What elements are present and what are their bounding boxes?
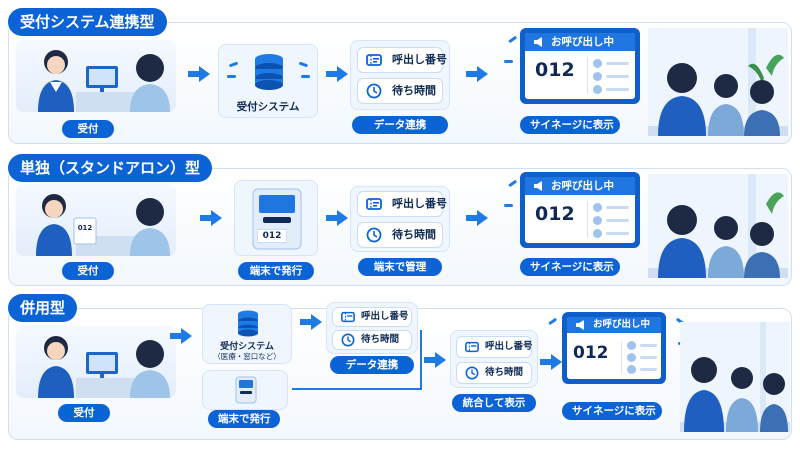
ticket-terminal-card: 012 <box>234 180 318 256</box>
clock-icon <box>341 333 355 347</box>
signage-label: サイネージに表示 <box>562 402 662 420</box>
flow-arrow <box>540 354 562 370</box>
call-info-card: 呼出し番号 待ち時間 <box>326 302 418 354</box>
wait-time-text: 待ち時間 <box>392 228 436 241</box>
terminal-manage-label: 端末で管理 <box>358 258 442 276</box>
system-sublabel: （医療・窓口など） <box>213 352 281 361</box>
server-stack-icon <box>255 54 283 90</box>
reception-system-card: 受付システム （医療・窓口など） <box>202 304 292 364</box>
flow-arrow <box>300 314 322 330</box>
ticket-icon <box>465 341 479 353</box>
call-number-row: 呼出し番号 <box>332 307 412 327</box>
call-number-text: 呼出し番号 <box>361 311 409 322</box>
clock-icon <box>465 366 479 380</box>
call-number-row: 呼出し番号 <box>357 191 447 217</box>
call-number-row: 呼出し番号 <box>357 47 447 73</box>
reception-staff-illustration <box>38 336 170 398</box>
combined-display-label: 統合して表示 <box>452 394 536 412</box>
data-transfer-label: データ連携 <box>352 116 448 134</box>
reception-scene <box>16 326 176 398</box>
server-stack-icon <box>238 310 258 337</box>
ticket-terminal-card <box>202 370 288 410</box>
call-number-text: 呼出し番号 <box>392 53 447 66</box>
signage-title: お呼び出し中 <box>593 319 651 330</box>
reception-label: 受付 <box>58 404 110 422</box>
terminal-issue-label: 端末で発行 <box>208 410 280 428</box>
terminal-issue-label: 端末で発行 <box>238 262 314 280</box>
section-title: 併用型 <box>8 294 78 322</box>
call-number-row: 呼出し番号 <box>456 336 533 358</box>
connector-line <box>420 330 422 388</box>
system-label: 受付システム <box>220 342 274 352</box>
wait-time-text: 待ち時間 <box>361 334 400 345</box>
signage-number: 012 <box>535 59 575 81</box>
reception-scene <box>16 40 176 112</box>
ticket-icon <box>366 54 382 66</box>
reception-system-card: 受付システム <box>218 44 318 118</box>
signage-number: 012 <box>573 343 609 363</box>
signage-label: サイネージに表示 <box>520 116 620 134</box>
call-info-card: 呼出し番号 待ち時間 <box>350 40 450 110</box>
section-title: 単独（スタンドアロン）型 <box>8 154 213 182</box>
kiosk-icon <box>235 376 257 404</box>
wait-time-text: 待ち時間 <box>485 367 524 378</box>
call-info-card: 呼出し番号 待ち時間 <box>350 186 450 252</box>
connector-line <box>292 388 422 390</box>
signage-number: 012 <box>535 203 575 225</box>
waiting-patients-illustration <box>648 174 788 278</box>
ticket-icon <box>341 311 355 323</box>
reception-staff-illustration <box>36 194 170 256</box>
terminal-ticket-number: 012 <box>257 229 287 243</box>
megaphone-icon <box>534 37 542 47</box>
waiting-patients-illustration <box>648 28 788 136</box>
reception-label: 受付 <box>62 262 114 280</box>
wait-time-row: 待ち時間 <box>357 78 443 104</box>
clock-icon <box>366 83 382 99</box>
waiting-patients-illustration <box>680 322 790 432</box>
reception-label: 受付 <box>62 120 114 138</box>
call-number-text: 呼出し番号 <box>485 341 533 352</box>
flow-arrow <box>466 66 488 82</box>
combined-info-card: 呼出し番号 待ち時間 <box>450 330 538 388</box>
flow-arrow <box>326 210 348 226</box>
wait-time-text: 待ち時間 <box>392 84 436 97</box>
wait-time-row: 待ち時間 <box>456 362 532 384</box>
digital-signage: お呼び出し中 012 <box>562 312 666 384</box>
ticket-number: 012 <box>77 224 93 232</box>
reception-staff-illustration <box>38 50 170 112</box>
section-title: 受付システム連携型 <box>8 8 167 36</box>
wait-time-row: 待ち時間 <box>332 330 412 350</box>
ticket-icon <box>366 198 382 210</box>
system-label: 受付システム <box>236 101 300 113</box>
flow-arrow <box>326 66 348 82</box>
reception-scene: 012 <box>16 184 176 256</box>
signage-label: サイネージに表示 <box>520 258 620 276</box>
signage-title: お呼び出し中 <box>551 36 614 48</box>
signage-title: お呼び出し中 <box>551 180 614 192</box>
clock-icon <box>366 227 382 243</box>
megaphone-icon <box>534 181 542 191</box>
data-transfer-label: データ連携 <box>330 356 414 374</box>
flow-arrow <box>424 352 446 368</box>
flow-arrow <box>170 328 192 344</box>
flow-arrow <box>466 210 488 226</box>
flow-arrow <box>188 66 210 82</box>
digital-signage: お呼び出し中 012 <box>520 28 640 104</box>
digital-signage: お呼び出し中 012 <box>520 172 640 248</box>
megaphone-icon <box>576 320 584 330</box>
flow-arrow <box>200 210 222 226</box>
call-number-text: 呼出し番号 <box>392 197 447 210</box>
wait-time-row: 待ち時間 <box>357 222 443 248</box>
